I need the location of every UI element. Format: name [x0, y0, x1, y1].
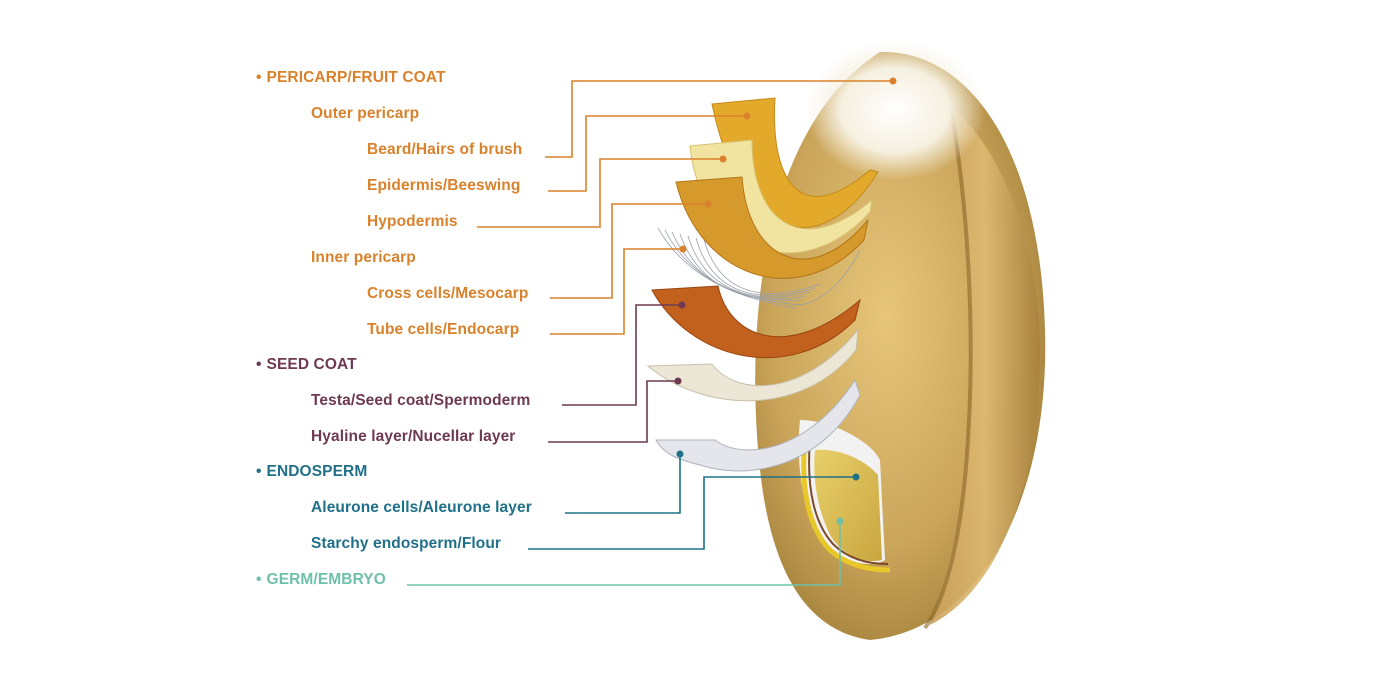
label-seed-coat: •SEED COAT: [256, 356, 357, 374]
leader-epidermis: [548, 115, 747, 192]
bullet-icon: •: [256, 356, 262, 373]
label-inner-pericarp: Inner pericarp: [311, 249, 416, 266]
label-tube-cells: Tube cells/Endocarp: [367, 321, 520, 338]
bullet-icon: •: [256, 463, 262, 480]
leader-dots: [674, 77, 897, 525]
label-cross-cells: Cross cells/Mesocarp: [367, 285, 529, 302]
label-pericarp: •PERICARP/FRUIT COAT: [256, 69, 446, 87]
label-hypodermis: Hypodermis: [367, 213, 458, 230]
leader-hypodermis: [477, 158, 723, 228]
label-germ: •GERM/EMBRYO: [256, 571, 386, 589]
label-aleurone: Aleurone cells/Aleurone layer: [311, 499, 532, 516]
cutaway-section: [798, 420, 891, 573]
peeled-layers: [646, 97, 879, 472]
label-text: SEED COAT: [266, 356, 357, 373]
label-outer-pericarp: Outer pericarp: [311, 105, 420, 122]
leader-hyaline: [548, 380, 678, 443]
label-text: GERM/EMBRYO: [266, 571, 386, 588]
label-starchy: Starchy endosperm/Flour: [311, 535, 502, 552]
leader-cross-cells: [550, 203, 708, 299]
leader-starchy: [528, 476, 856, 550]
tube-cells-strands: [657, 227, 861, 309]
leader-tube-cells: [550, 248, 683, 335]
leader-germ: [407, 521, 841, 586]
leader-testa: [562, 304, 682, 406]
leader-lines: [407, 80, 893, 586]
label-beard: Beard/Hairs of brush: [367, 141, 523, 158]
label-testa: Testa/Seed coat/Spermoderm: [311, 392, 531, 409]
bullet-icon: •: [256, 571, 262, 588]
leader-aleurone: [565, 454, 681, 514]
label-text: PERICARP/FRUIT COAT: [266, 69, 446, 86]
label-text: ENDOSPERM: [266, 463, 368, 480]
label-endosperm: •ENDOSPERM: [256, 463, 367, 481]
brush-hairs: [805, 40, 985, 180]
label-epidermis: Epidermis/Beeswing: [367, 177, 521, 194]
bullet-icon: •: [256, 69, 262, 86]
label-hyaline: Hyaline layer/Nucellar layer: [311, 428, 516, 445]
leader-beard: [545, 80, 893, 158]
